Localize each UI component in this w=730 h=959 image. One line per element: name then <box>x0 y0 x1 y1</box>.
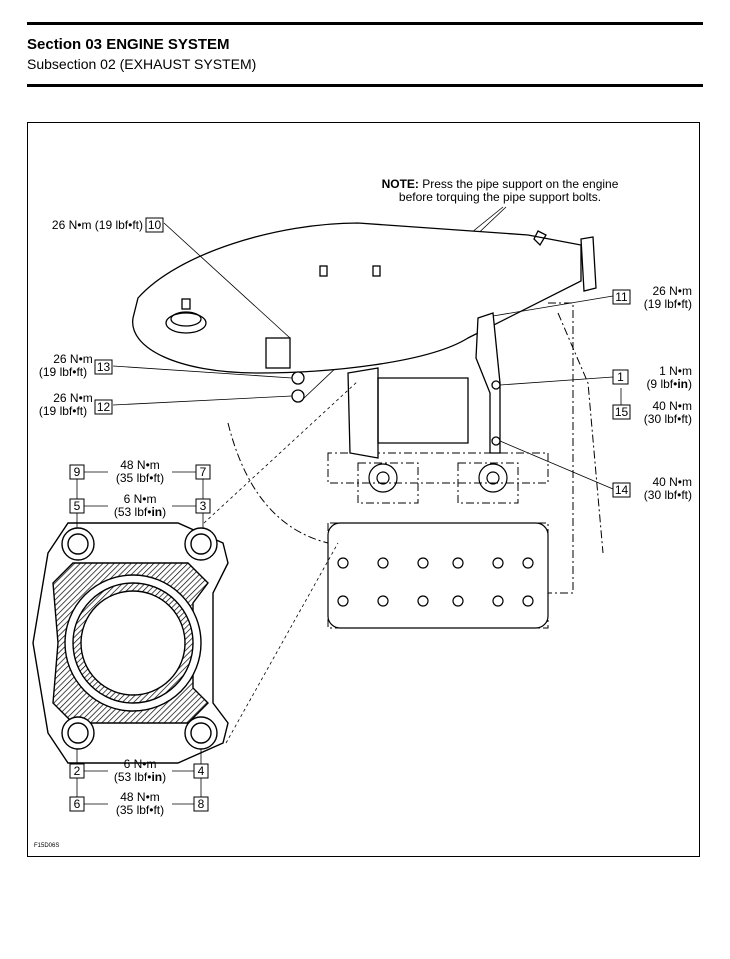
svg-text:26 N•m: 26 N•m <box>53 352 93 366</box>
sequence-bottom: 2 4 6 N•m (53 lbf•in) 6 8 48 N•m (35 lbf… <box>69 749 209 817</box>
svg-text:4: 4 <box>198 764 205 778</box>
svg-text:(35 lbf•ft): (35 lbf•ft) <box>116 471 164 485</box>
exhaust-torque-figure: NOTE: Press the pipe support on the engi… <box>27 122 700 857</box>
svg-text:26 N•m: 26 N•m <box>652 284 692 298</box>
svg-text:(19 lbf•ft): (19 lbf•ft) <box>644 297 692 311</box>
svg-text:13: 13 <box>97 360 111 374</box>
pipe-support-bracket <box>475 312 501 454</box>
svg-text:40 N•m: 40 N•m <box>652 399 692 413</box>
callout-15: 15 40 N•m (30 lbf•ft) <box>612 399 692 426</box>
svg-text:(19 lbf•ft): (19 lbf•ft) <box>39 365 87 379</box>
header-bottom-rule <box>27 84 703 87</box>
figure-code: F15D06S <box>34 843 59 849</box>
svg-text:(30 lbf•ft): (30 lbf•ft) <box>644 412 692 426</box>
svg-text:8: 8 <box>198 797 205 811</box>
svg-text:15: 15 <box>615 405 629 419</box>
svg-text:(53 lbf•in): (53 lbf•in) <box>114 770 166 784</box>
header-top-rule <box>27 22 703 25</box>
svg-text:40 N•m: 40 N•m <box>652 475 692 489</box>
callout-1: 1 1 N•m (9 lbf•in) <box>612 364 692 391</box>
gasket-projection-lines <box>203 380 359 744</box>
svg-text:9: 9 <box>74 465 81 479</box>
muffler <box>132 222 597 374</box>
subsection-title: Subsection 02 (EXHAUST SYSTEM) <box>27 56 257 72</box>
svg-text:(53 lbf•in): (53 lbf•in) <box>114 505 166 519</box>
svg-text:6: 6 <box>74 797 81 811</box>
svg-text:(19 lbf•ft): (19 lbf•ft) <box>39 404 87 418</box>
svg-text:(9 lbf•in): (9 lbf•in) <box>646 377 692 391</box>
note-text-line1: NOTE: Press the pipe support on the engi… <box>382 177 619 191</box>
svg-text:(35 lbf•ft): (35 lbf•ft) <box>116 803 164 817</box>
note-text-line2: before torquing the pipe support bolts. <box>399 190 601 204</box>
svg-text:6 N•m: 6 N•m <box>124 757 157 771</box>
callout-10: 26 N•m (19 lbf•ft) 10 <box>52 217 164 233</box>
section-title: Section 03 ENGINE SYSTEM <box>27 36 230 53</box>
figure-drawing: NOTE: Press the pipe support on the engi… <box>32 177 692 849</box>
callout-14: 14 40 N•m (30 lbf•ft) <box>612 475 692 502</box>
svg-text:11: 11 <box>615 290 628 304</box>
svg-text:12: 12 <box>97 400 111 414</box>
callout-12: 26 N•m (19 lbf•ft) 12 <box>39 391 113 418</box>
svg-text:(30 lbf•ft): (30 lbf•ft) <box>644 488 692 502</box>
svg-text:26 N•m: 26 N•m <box>53 391 93 405</box>
svg-text:10: 10 <box>148 218 162 232</box>
clamp-bolts <box>265 337 305 403</box>
callout-leaders <box>112 222 622 490</box>
svg-text:3: 3 <box>200 499 207 513</box>
cylinder-head <box>327 463 549 629</box>
gasket-detail <box>32 522 229 764</box>
callout-13: 26 N•m (19 lbf•ft) 13 <box>39 352 113 379</box>
exhaust-manifold <box>347 367 469 459</box>
svg-text:14: 14 <box>615 483 629 497</box>
svg-text:6 N•m: 6 N•m <box>124 492 157 506</box>
svg-text:48 N•m: 48 N•m <box>120 458 160 472</box>
svg-text:2: 2 <box>74 764 81 778</box>
callout-11: 11 26 N•m (19 lbf•ft) <box>612 284 692 311</box>
svg-text:7: 7 <box>200 465 207 479</box>
sequence-top: 9 7 48 N•m (35 lbf•ft) 5 3 6 N•m (53 lbf… <box>69 458 211 528</box>
svg-text:48 N•m: 48 N•m <box>120 790 160 804</box>
svg-text:1: 1 <box>617 370 624 384</box>
svg-text:1 N•m: 1 N•m <box>659 364 692 378</box>
svg-text:26 N•m (19 lbf•ft): 26 N•m (19 lbf•ft) <box>52 218 143 232</box>
svg-text:5: 5 <box>74 499 81 513</box>
